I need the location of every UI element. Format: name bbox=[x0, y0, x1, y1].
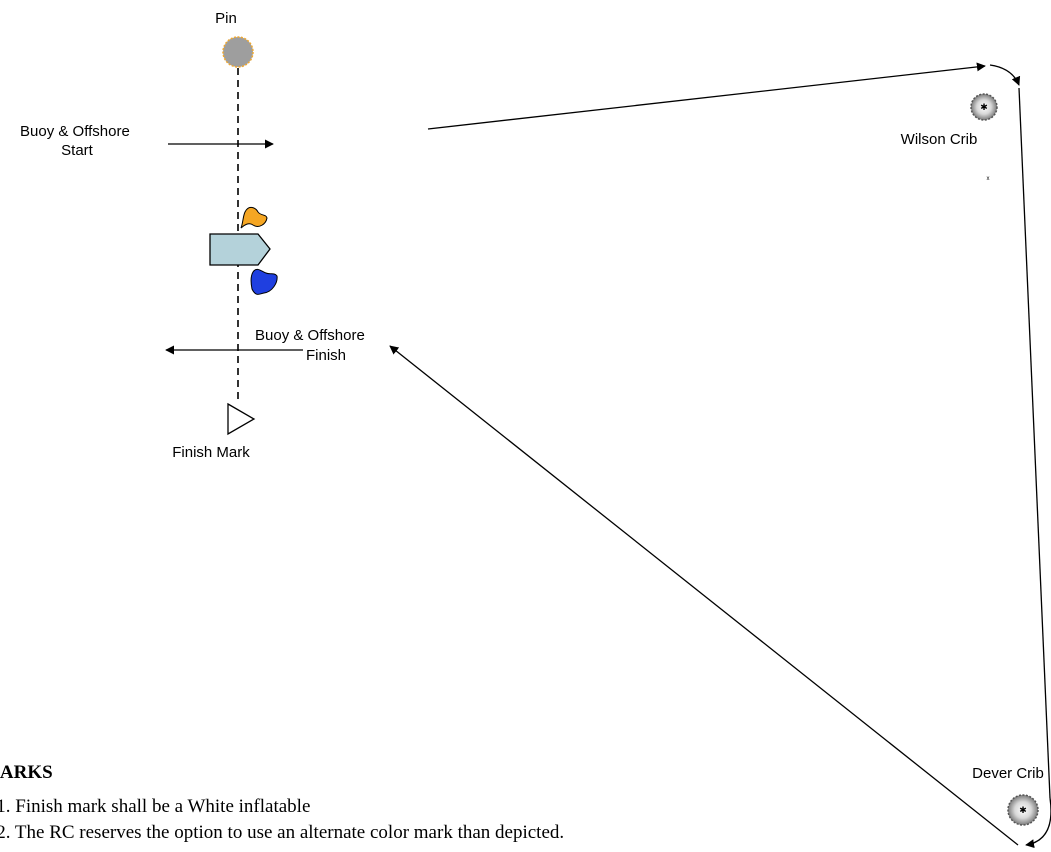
pin-buoy-icon bbox=[222, 36, 254, 68]
course-leg-to-wilson bbox=[427, 62, 986, 130]
committee-boat-icon bbox=[209, 233, 271, 266]
start-label: Buoy & Offshore Start bbox=[20, 123, 134, 159]
course-leg-to-finish bbox=[389, 345, 1019, 846]
blue-flag-icon bbox=[250, 268, 278, 295]
wilson-crib-icon: ✱ bbox=[970, 93, 998, 121]
pin-label: Pin bbox=[215, 10, 237, 27]
rounding-wilson bbox=[989, 64, 1021, 86]
mark-note-2: 9.2. The RC reserves the option to use a… bbox=[0, 822, 565, 843]
marks-section: MARKS 9.1. Finish mark shall be a White … bbox=[0, 762, 982, 846]
start-label-line2: Start bbox=[61, 142, 94, 159]
dever-crib-label: Dever Crib bbox=[972, 765, 1044, 782]
finish-label-line2: Finish bbox=[306, 347, 346, 364]
marks-heading: MARKS bbox=[0, 762, 53, 783]
finish-label-line1: Buoy & Offshore bbox=[255, 327, 365, 344]
svg-text:✱: ✱ bbox=[1019, 805, 1027, 815]
finish-mark-icon bbox=[227, 402, 256, 436]
dever-crib-icon: ✱ bbox=[1007, 794, 1039, 826]
wilson-crib-label: Wilson Crib bbox=[901, 131, 978, 148]
small-mark: x bbox=[987, 176, 990, 182]
orange-flag-icon bbox=[240, 206, 268, 229]
svg-text:✱: ✱ bbox=[980, 102, 988, 112]
course-leg-to-dever bbox=[1018, 87, 1051, 799]
mark-note-1: 9.1. Finish mark shall be a White inflat… bbox=[0, 796, 311, 817]
finish-mark-label: Finish Mark bbox=[172, 444, 250, 461]
start-label-line1: Buoy & Offshore bbox=[20, 123, 130, 140]
finish-label: Buoy & Offshore Finish bbox=[255, 327, 369, 364]
